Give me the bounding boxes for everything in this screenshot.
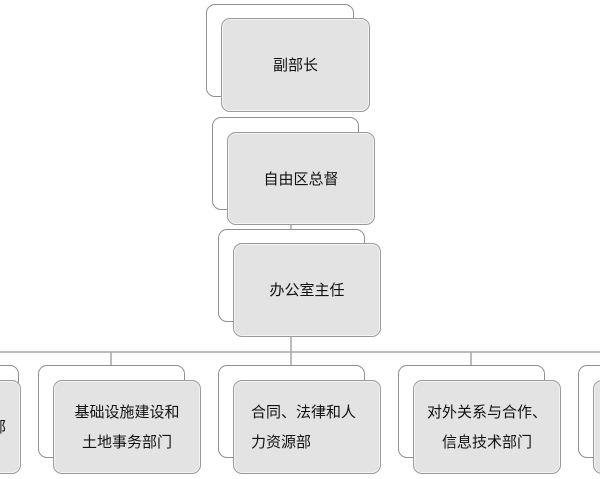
governor-box[interactable]: 自由区总督 — [227, 132, 375, 225]
dept-legal-label: 合同、法律和人 力资源部 — [251, 403, 357, 451]
deputy-minister-label: 副部长 — [272, 56, 318, 74]
dept-infrastructure-label: 基础设施建设和 土地事务部门 — [74, 403, 180, 451]
office-director-box[interactable]: 办公室主任 — [233, 243, 381, 337]
dept-foreign-label: 对外关系与合作、 信息技术部门 — [426, 403, 547, 451]
dept-infrastructure-box[interactable]: 基础设施建设和 土地事务部门 — [53, 380, 201, 474]
dept-partial-left-box[interactable]: 部 — [0, 380, 21, 474]
deputy-minister-box[interactable]: 副部长 — [221, 18, 370, 112]
dept-foreign-box[interactable]: 对外关系与合作、 信息技术部门 — [413, 380, 561, 474]
dept-partial-right-box[interactable] — [593, 380, 600, 474]
governor-label: 自由区总督 — [263, 169, 339, 188]
office-director-label: 办公室主任 — [269, 281, 345, 299]
dept-partial-left-label: 部 — [0, 412, 6, 442]
dept-legal-box[interactable]: 合同、法律和人 力资源部 — [233, 380, 381, 474]
